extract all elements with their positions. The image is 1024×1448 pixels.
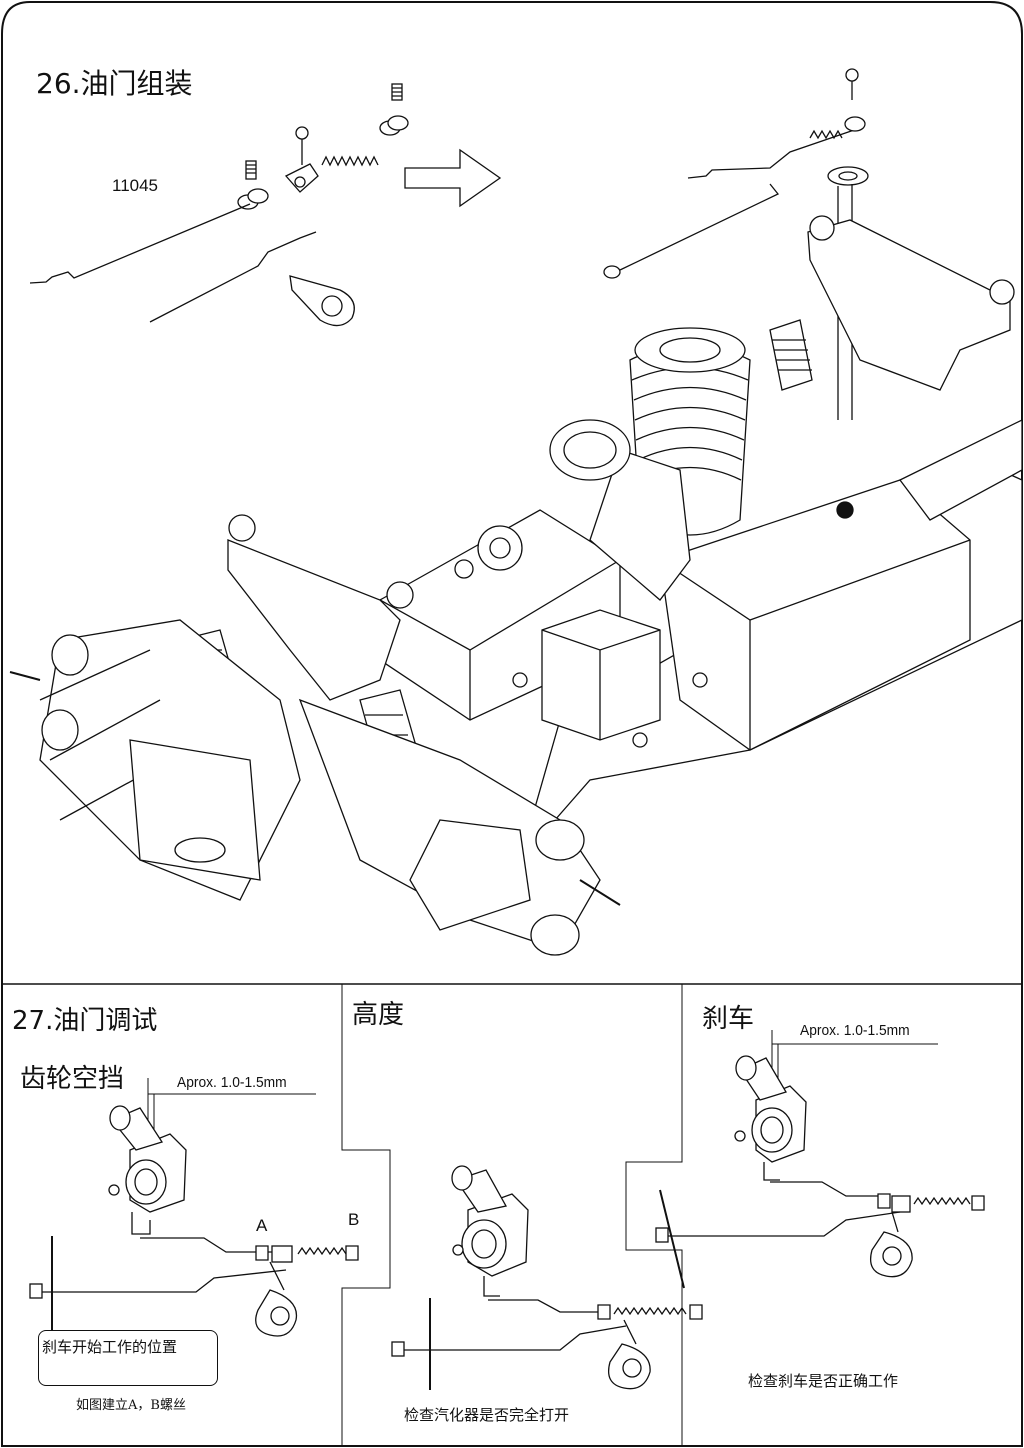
- brake-start-note-box: [38, 1330, 218, 1386]
- high-diagram: [391, 1165, 703, 1390]
- carburetor-check-note: 检查汽化器是否完全打开: [404, 1406, 570, 1424]
- brake-dimension: Aprox. 1.0-1.5mm: [800, 1022, 910, 1039]
- set-screws-note: 如图建立A，B螺丝: [76, 1398, 186, 1413]
- neutral-dimension: Aprox. 1.0-1.5mm: [177, 1074, 287, 1091]
- screw-b-label: B: [348, 1210, 360, 1229]
- neutral-diagram: [29, 1078, 359, 1337]
- brake-diagram: [655, 1030, 985, 1289]
- neutral-title: 齿轮空挡: [20, 1064, 125, 1094]
- step27-title: 27.油门调试: [12, 1006, 158, 1036]
- throttle-parts-exploded: [29, 83, 409, 327]
- screw-a-label: A: [256, 1216, 268, 1235]
- step26-title: 26.油门组装: [36, 67, 193, 100]
- direction-arrow: [404, 148, 502, 208]
- panel-divider-left: [341, 984, 391, 1446]
- high-title: 高度: [352, 1000, 405, 1030]
- chassis-drawing: [9, 215, 1023, 956]
- brake-start-note: 刹车开始工作的位置: [42, 1338, 178, 1356]
- brake-check-note: 检查刹车是否正确工作: [748, 1372, 899, 1390]
- throttle-linkage-assembled: [603, 68, 869, 420]
- brake-title: 刹车: [702, 1004, 755, 1034]
- part-number-label: 11045: [112, 176, 159, 195]
